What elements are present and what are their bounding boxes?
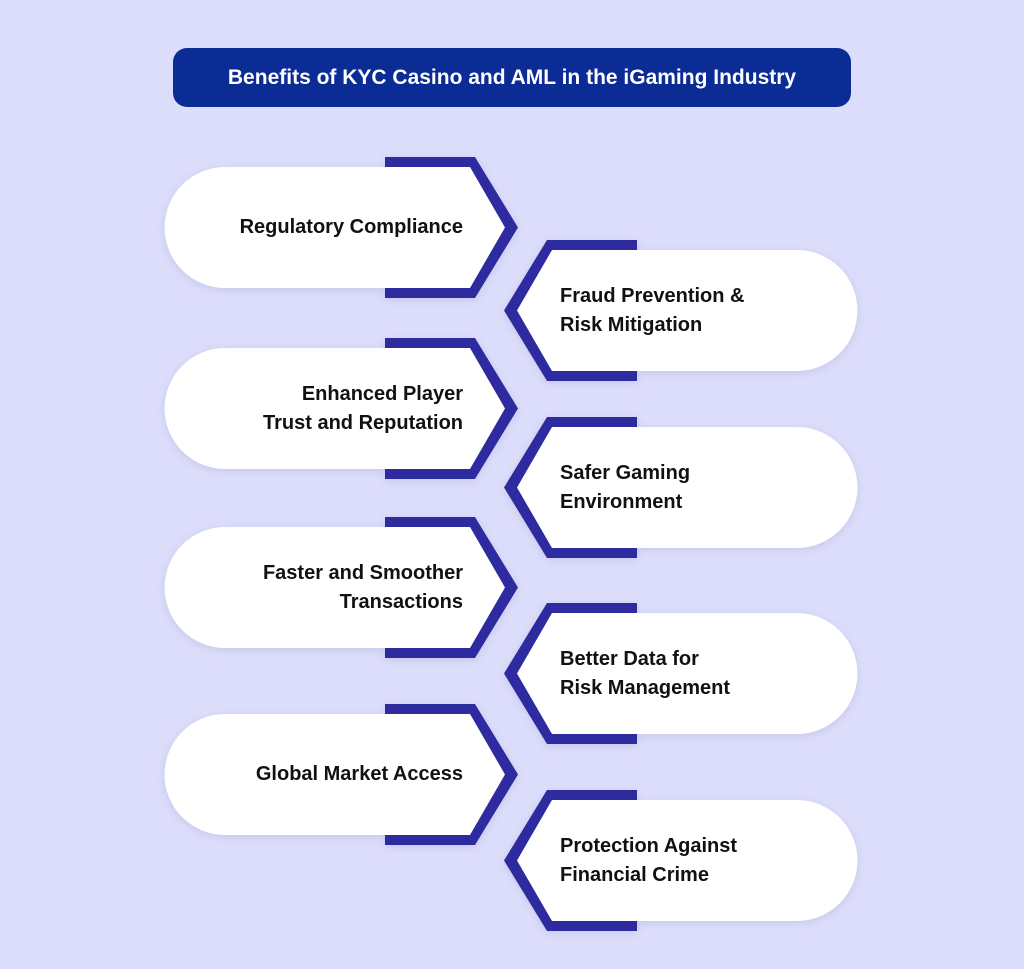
benefit-label-line: Trust and Reputation (263, 411, 463, 434)
arrow-card-shape (504, 417, 858, 558)
arrow-card-shape (504, 240, 858, 381)
arrow-card-shape (504, 790, 858, 931)
benefit-label: Global Market Access (183, 714, 463, 835)
benefit-label-line: Protection Against (560, 834, 738, 857)
benefit-label-line: Risk Mitigation (560, 313, 703, 336)
arrow-card-shape (504, 603, 858, 744)
benefit-label-line: Faster and Smoother (262, 561, 463, 584)
card-body (164, 167, 506, 288)
benefit-label-line: Risk Management (560, 676, 731, 699)
benefit-card: Regulatory Compliance (160, 157, 520, 299)
card-body (164, 714, 506, 835)
card-body (517, 613, 858, 734)
benefit-label-line: Safer Gaming (560, 461, 691, 484)
card-body (517, 250, 858, 371)
card-body (517, 427, 858, 548)
benefit-label-line: Regulatory Compliance (239, 216, 463, 238)
benefit-label-line: Better Data for (560, 647, 699, 670)
arrow-card-shape (164, 517, 518, 658)
benefit-label-line: Environment (560, 490, 683, 513)
benefit-label-line: Enhanced Player (301, 382, 463, 405)
benefit-card: Fraud Prevention & Risk Mitigation (502, 240, 862, 382)
benefit-label-line: Financial Crime (560, 863, 709, 886)
card-body (164, 348, 506, 469)
page-title: Benefits of KYC Casino and AML in the iG… (173, 48, 851, 107)
benefit-label: Regulatory Compliance (183, 167, 463, 288)
arrow-card-shape (164, 338, 518, 479)
card-body (517, 800, 858, 921)
benefit-label-line: Global Market Access (255, 763, 463, 785)
benefit-card: Global Market Access (160, 704, 520, 846)
card-body (164, 527, 506, 648)
arrow-card-shape (164, 704, 518, 845)
benefit-label-line: Fraud Prevention & (560, 284, 745, 307)
benefit-label: Fraud Prevention & Risk Mitigation (560, 250, 840, 371)
arrow-card-shape (164, 157, 518, 298)
benefit-label-line: Transactions (339, 590, 463, 613)
